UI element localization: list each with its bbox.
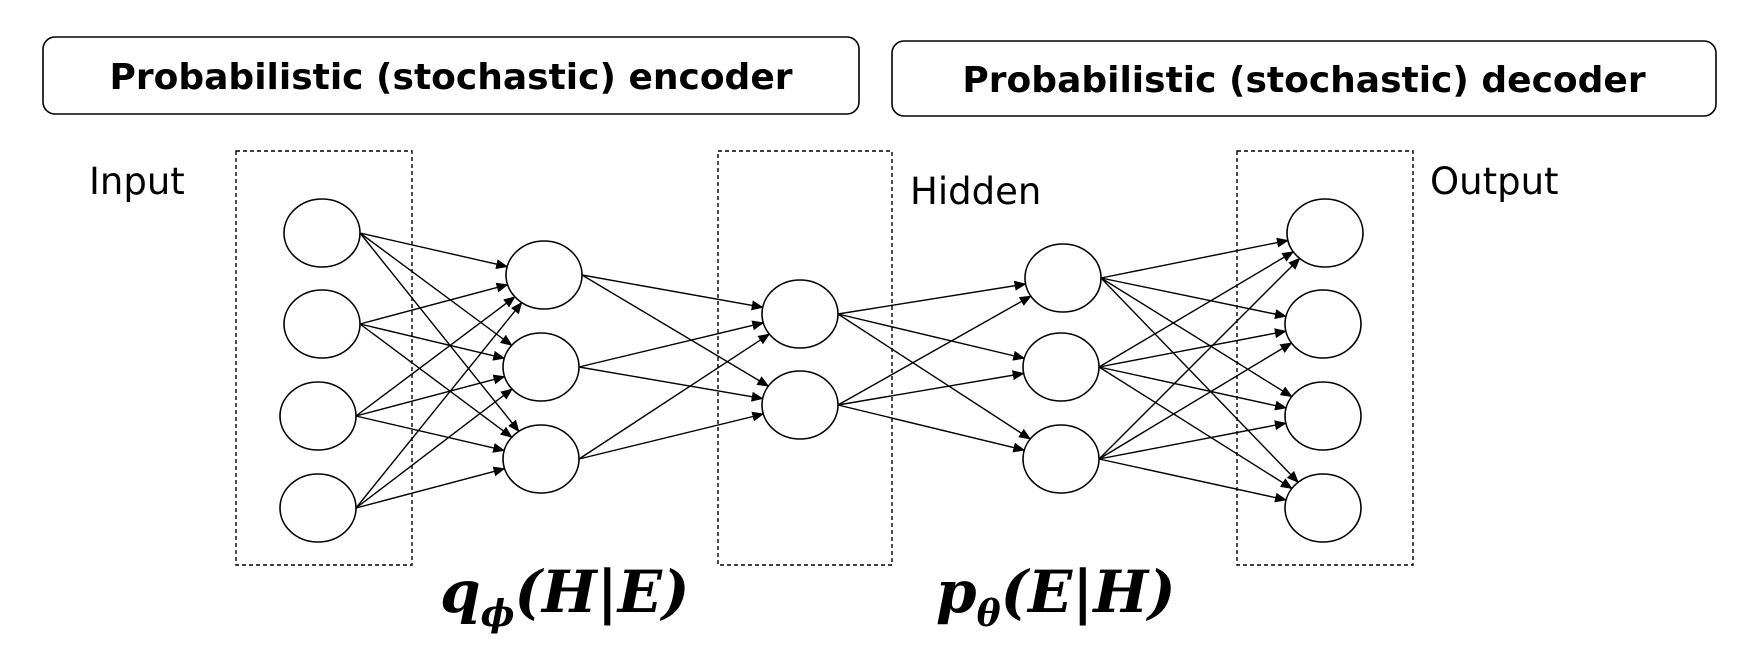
input-node-4 [279,473,357,543]
decoder-formula-args: (E|H) [1001,558,1176,626]
edge-latent-1-to-decoder-hidden-3 [837,313,1032,440]
output-label: Output [1430,160,1559,203]
edge-input-4-to-encoder-hidden-3 [355,466,506,509]
decoder-hidden-node-2 [1022,332,1100,402]
edge-input-2-to-encoder-hidden-1 [359,282,509,325]
network-edges [355,232,1301,509]
encoder-hidden-node-3 [502,424,580,494]
edge-input-4-to-encoder-hidden-1 [355,301,523,509]
edge-input-1-to-encoder-hidden-2 [359,232,513,346]
hidden-label: Hidden [910,170,1041,213]
output-node-4 [1284,473,1362,543]
edge-encoder-hidden-3-to-latent-1 [578,333,771,460]
edge-decoder-hidden-3-to-output-1 [1098,257,1301,460]
edge-input-3-to-encoder-hidden-1 [355,296,516,417]
input-node-1 [283,198,361,268]
latent-node-2 [761,370,839,440]
output-node-1 [1286,198,1364,268]
decoder-formula: pθ(E|H) [936,558,1176,635]
edge-decoder-hidden-1-to-output-1 [1100,237,1289,279]
edge-input-1-to-encoder-hidden-3 [359,232,520,433]
edge-decoder-hidden-3-to-output-4 [1098,458,1288,503]
edge-encoder-hidden-2-to-latent-1 [578,320,765,368]
input-node-3 [279,381,357,451]
edge-input-2-to-encoder-hidden-2 [359,323,506,361]
encoder-header-text: Probabilistic (stochastic) encoder [109,57,792,98]
decoder-hidden-node-3 [1022,424,1100,494]
edge-input-4-to-encoder-hidden-2 [355,388,513,509]
edge-decoder-hidden-2-to-output-1 [1098,251,1295,368]
edge-latent-2-to-decoder-hidden-2 [837,370,1025,406]
edge-decoder-hidden-1-to-output-4 [1100,277,1299,483]
decoder-header-text: Probabilistic (stochastic) decoder [962,60,1645,101]
output-node-2 [1284,289,1362,359]
latent-node-1 [761,279,839,349]
network-nodes [279,198,1364,543]
encoder-header-box [42,36,860,115]
encoder-formula: qϕ(H|E) [440,558,689,635]
edge-latent-2-to-decoder-hidden-3 [837,404,1026,453]
encoder-hidden-node-1 [505,240,583,310]
edge-decoder-hidden-1-to-output-3 [1100,277,1293,398]
decoder-formula-base: p [936,558,977,626]
edge-latent-1-to-decoder-hidden-2 [837,313,1026,361]
decoder-header-box [891,40,1717,117]
edge-decoder-hidden-2-to-output-4 [1098,366,1293,490]
input-node-2 [283,289,361,359]
output-node-3 [1284,381,1362,451]
edge-decoder-hidden-3-to-output-2 [1098,342,1293,460]
edge-latent-1-to-decoder-hidden-1 [837,280,1027,315]
edge-decoder-hidden-2-to-output-2 [1098,328,1287,368]
hidden-layer-box [717,150,893,566]
edge-latent-2-to-decoder-hidden-1 [837,295,1032,406]
edge-input-3-to-encoder-hidden-2 [355,374,506,417]
decoder-header: Probabilistic (stochastic) decoder [891,40,1717,117]
edge-encoder-hidden-1-to-latent-2 [581,274,770,387]
edge-encoder-hidden-2-to-latent-2 [578,366,764,402]
encoder-header: Probabilistic (stochastic) encoder [42,36,860,115]
input-label: Input [89,160,185,203]
encoder-formula-args: (H|E) [514,558,689,626]
decoder-formula-subscript: θ [977,593,1001,635]
edge-decoder-hidden-2-to-output-3 [1098,366,1288,411]
input-layer-box [235,150,413,566]
edge-decoder-hidden-1-to-output-2 [1100,277,1287,319]
edge-encoder-hidden-1-to-latent-1 [581,274,764,311]
edge-encoder-hidden-3-to-latent-2 [578,411,765,460]
edge-input-1-to-encoder-hidden-1 [359,232,509,270]
edge-input-2-to-encoder-hidden-3 [359,323,513,438]
encoder-formula-subscript: ϕ [481,593,515,635]
encoder-hidden-node-2 [502,332,580,402]
encoder-formula-base: q [440,558,481,626]
decoder-hidden-node-1 [1024,243,1102,313]
edge-decoder-hidden-3-to-output-3 [1098,420,1287,460]
edge-input-3-to-encoder-hidden-3 [355,415,506,453]
output-layer-box [1236,150,1414,566]
